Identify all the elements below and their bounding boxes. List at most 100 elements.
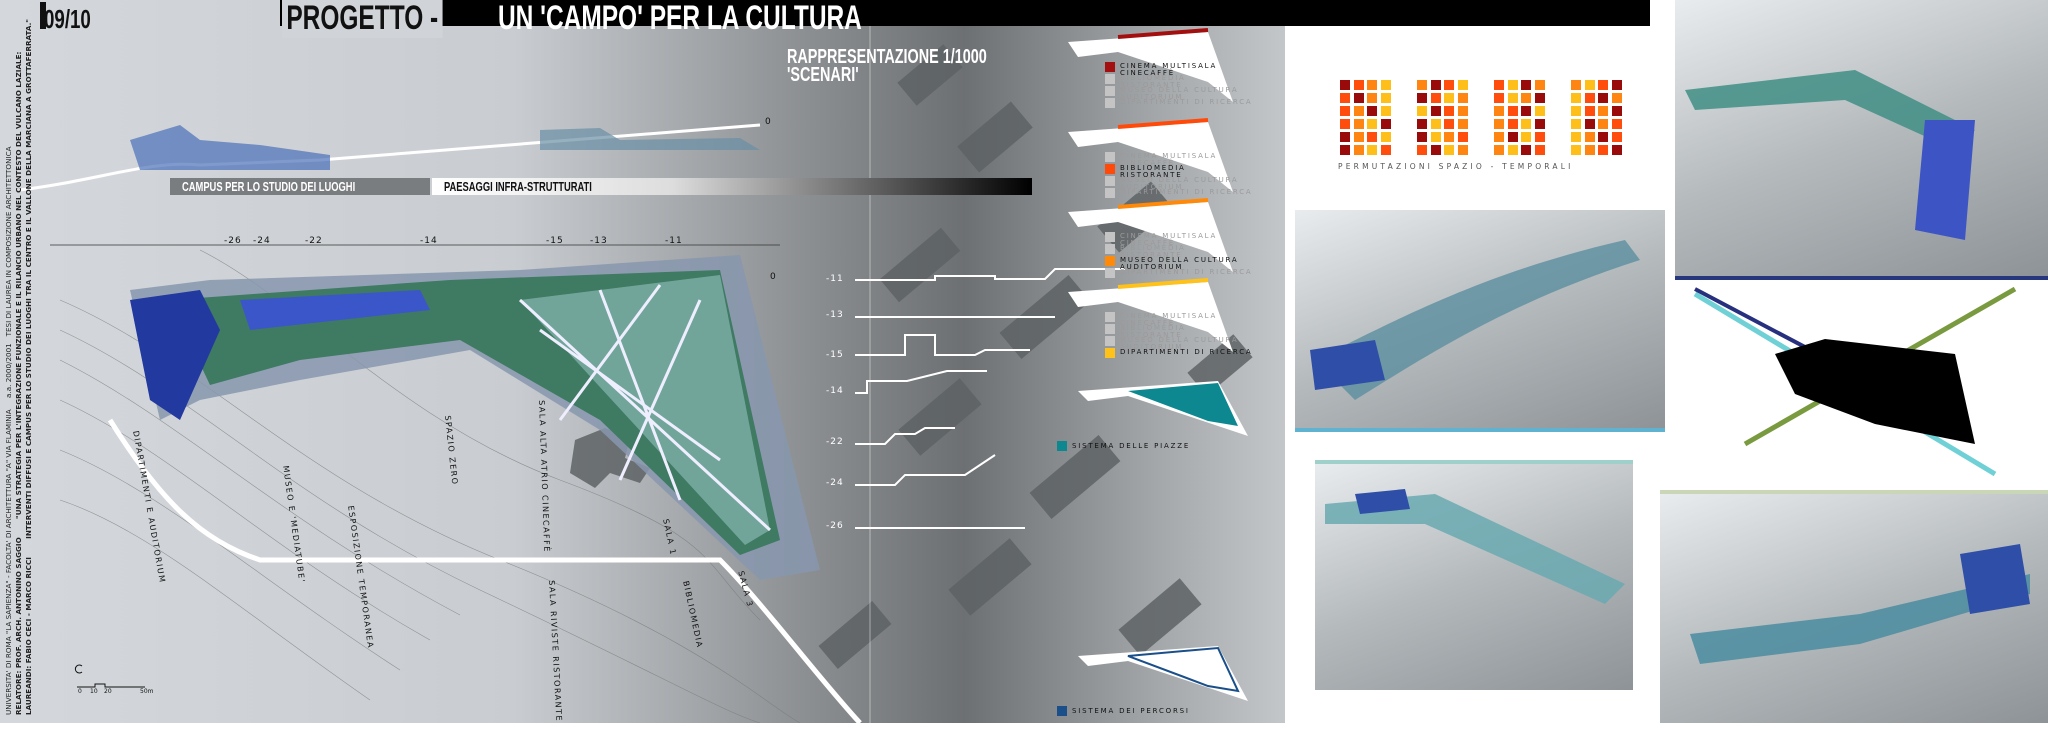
academic-year: a.a. 2000/2001 [4,343,13,398]
system-panel [1068,371,1258,441]
legend-item-label: CINEMA MULTISALA CINECAFFÈ [1120,312,1218,327]
page-marker-bar [40,2,46,29]
legend-swatch [1105,268,1115,278]
concept-diagram [1693,286,2017,477]
permutation-square [1380,119,1391,129]
permutation-square [1430,80,1441,90]
permutation-square [1367,93,1377,103]
page-number: 09/10 [44,4,91,34]
legend-item-label: MUSEO DELLA CULTURA AUDITORIUM [1120,336,1239,351]
permutation-square [1367,145,1377,155]
legend-item-label: BIBLIOMEDIA RISTORANTE [1120,324,1186,339]
legend-swatch [1105,176,1115,186]
permutation-square [1353,132,1364,142]
permutation-square [1611,145,1622,155]
permutation-square [1584,80,1595,90]
permutation-square [1340,106,1350,116]
permutation-square [1457,145,1468,155]
permutation-square [1340,93,1350,103]
plan-level-tick: -24 [253,236,271,246]
permutation-square [1571,106,1581,116]
legend-item-label: DIPARTIMENTI DI RICERCA [1120,268,1253,276]
permutation-square [1598,80,1608,90]
legend-item-label: MUSEO DELLA CULTURA AUDITORIUM [1120,86,1239,101]
permutation-square [1417,80,1427,90]
legend-swatch [1105,74,1115,84]
legend-swatch [1105,86,1115,96]
permutation-square [1494,132,1504,142]
permutation-square [1417,106,1427,116]
main-board-panel [0,0,1285,723]
permutation-square [1611,93,1622,103]
scenario-panel [1058,272,1248,367]
university-text: UNIVERSITA' DI ROMA "LA SAPIENZA" - FACO… [4,409,13,715]
scale-label: RAPPRESENTAZIONE 1/1000 [787,46,987,68]
permutation-label: PERMUTAZIONI SPAZIO - TEMPORALI [1338,162,1574,171]
permutation-square [1353,80,1364,90]
permutation-square [1444,132,1454,142]
legend-item-label: CINEMA MULTISALA CINECAFFÈ [1120,152,1218,167]
permutation-square [1380,106,1391,116]
permutation-square [1457,106,1468,116]
permutation-square [1444,80,1454,90]
system-label: SISTEMA DEI PERCORSI [1072,707,1190,715]
legend-item-label: BIBLIOMEDIA RISTORANTE [1120,244,1186,259]
permutation-square [1430,93,1441,103]
permutation-square [1367,119,1377,129]
permutation-square [1430,106,1441,116]
legend-swatch [1105,256,1115,266]
permutation-square [1584,145,1595,155]
permutation-square [1534,80,1545,90]
permutation-square [1598,132,1608,142]
system-label: SISTEMA DELLE PIAZZE [1072,442,1191,450]
permutation-square [1598,145,1608,155]
permutation-square [1340,145,1350,155]
permutation-square [1417,119,1427,129]
permutation-square [1521,93,1531,103]
permutation-square [1598,119,1608,129]
legend-swatch [1105,324,1115,334]
system-swatch [1057,441,1067,451]
permutation-square [1340,119,1350,129]
permutation-square [1507,80,1518,90]
permutation-square [1430,119,1441,129]
legend-item-label: CINEMA MULTISALA CINECAFFÈ [1120,232,1218,247]
permutation-square [1494,93,1504,103]
permutation-square [1353,106,1364,116]
permutation-square [1494,145,1504,155]
permutation-square [1353,93,1364,103]
render-aerial-view-1 [1295,210,1665,432]
thesis-title-2: INTERVENTI DIFFUSI E CAMPUS PER LO STUDI… [24,18,33,539]
permutation-square [1584,93,1595,103]
permutation-square [1611,132,1622,142]
page-title: UN 'CAMPO' PER LA CULTURA [498,0,862,37]
plan-level-tick: -15 [546,236,564,246]
legend-item-label: DIPARTIMENTI DI RICERCA [1120,98,1253,106]
permutation-square [1340,80,1350,90]
section-level-tick: -26 [826,521,844,531]
legend-swatch [1105,152,1115,162]
site-plan-drawing [50,0,1253,723]
system-swatch [1057,706,1067,716]
legend-swatch [1105,336,1115,346]
permutation-square [1380,132,1391,142]
thesis-type: TESI DI LAUREA IN COMPOSIZIONE ARCHITETT… [4,146,13,337]
permutation-square [1380,80,1391,90]
permutation-square [1430,145,1441,155]
permutation-square [1584,119,1595,129]
plan-level-tick: -22 [305,236,323,246]
title-prefix: PROGETTO - [282,0,443,38]
legend-swatch [1105,312,1115,322]
permutation-square [1444,106,1454,116]
permutation-square [1507,106,1518,116]
permutation-square [1444,145,1454,155]
permutation-square [1494,119,1504,129]
render-aerial-view-3 [1675,0,2048,280]
permutation-square [1417,145,1427,155]
permutation-square [1417,132,1427,142]
section-level-tick: -22 [826,437,844,447]
permutation-square [1571,145,1581,155]
permutation-square [1494,106,1504,116]
permutation-square [1380,93,1391,103]
scenario-panel [1058,112,1248,207]
